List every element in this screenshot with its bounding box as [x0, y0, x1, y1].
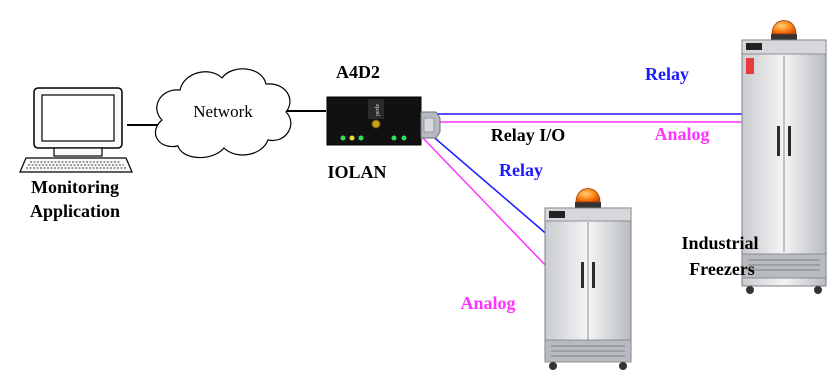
analog-top-label: Analog [654, 124, 709, 144]
led-4 [391, 135, 397, 141]
relay-top-label: Relay [645, 64, 689, 84]
device-knob [371, 119, 381, 129]
device-model-label: A4D2 [336, 62, 380, 82]
led-5 [401, 135, 407, 141]
warning-beacon-icon [575, 188, 601, 208]
monitoring-label-line1: Monitoring [31, 177, 119, 197]
led-2 [349, 135, 355, 141]
led-1 [340, 135, 346, 141]
analog-line-bottom [421, 136, 551, 271]
freezers-label-line2: Freezers [689, 259, 755, 279]
freezers-label-line1: Industrial [681, 233, 758, 253]
network-label: Network [193, 102, 253, 121]
freezer-icon-bottom [544, 188, 632, 370]
warning-beacon-icon [771, 20, 797, 40]
relay-mid-label: Relay [499, 160, 543, 180]
relay-line-mid [421, 126, 551, 238]
iolan-device-icon: perle [326, 96, 441, 146]
freezer-icon-top [741, 20, 827, 294]
monitoring-label-line2: Application [30, 201, 120, 221]
computer-icon [19, 87, 133, 173]
led-3 [358, 135, 364, 141]
device-name-label: IOLAN [327, 162, 386, 182]
device-brand-label: perle [375, 104, 381, 116]
network-cloud-icon [155, 68, 292, 159]
analog-bottom-label: Analog [460, 293, 515, 313]
relay-io-label: Relay I/O [491, 125, 566, 145]
